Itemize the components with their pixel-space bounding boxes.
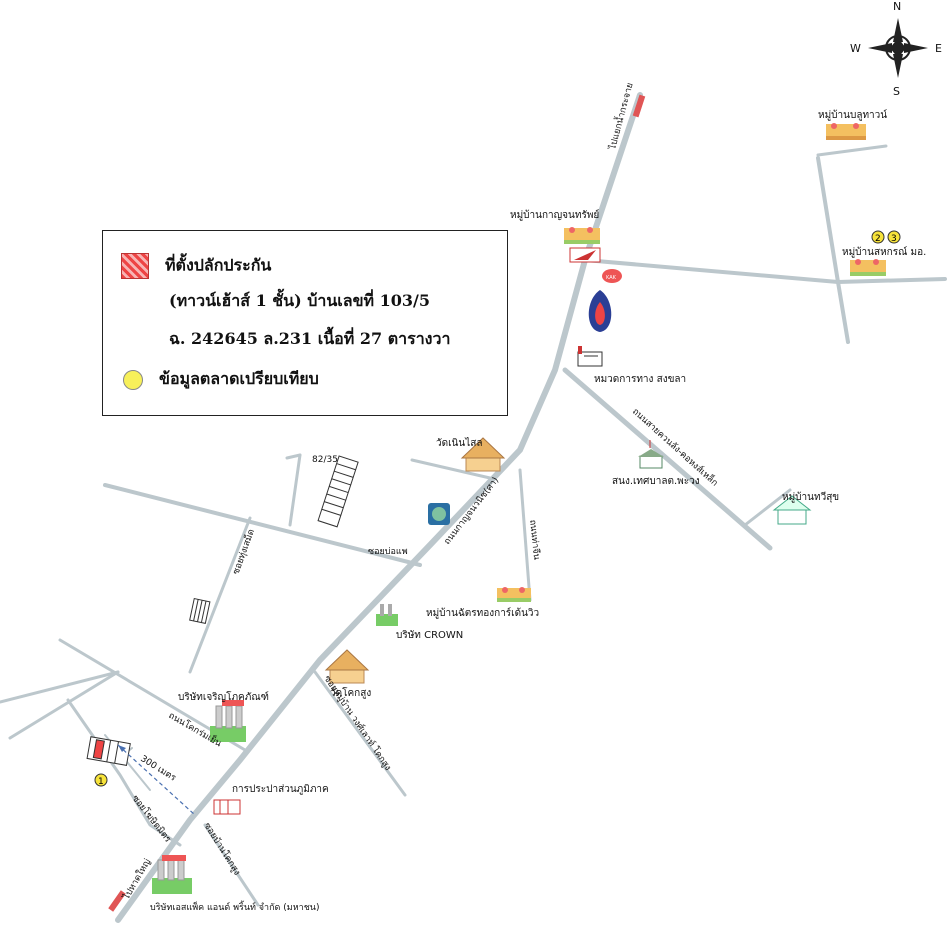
road-east-end — [836, 277, 947, 284]
road-label-tha-chin: ถนนท่าจีน — [527, 519, 542, 560]
soi-82 — [288, 453, 302, 527]
road-east — [583, 258, 840, 284]
bank-icon — [569, 247, 601, 263]
svg-text:1: 1 — [98, 777, 104, 787]
legend-subject-row: ที่ตั้งปลักประกัน — [121, 253, 271, 279]
label-mun-office: สนง.เทศบาลต.พะวง — [612, 476, 700, 487]
temple-icon — [324, 649, 370, 684]
label-temple-kho-sung: วัดโคกสูง — [330, 686, 371, 699]
village-icon — [850, 259, 886, 276]
compass-n: N — [893, 0, 901, 13]
road-thawisuk — [743, 488, 792, 527]
label-crown: บริษัท CROWN — [396, 630, 463, 641]
municipal-office-icon — [638, 440, 664, 469]
main-road — [115, 92, 643, 923]
soi-82-top — [285, 453, 302, 460]
compass-s: S — [893, 85, 900, 98]
village-icon — [497, 587, 531, 602]
temple-icon — [460, 437, 506, 472]
svg-text:2: 2 — [875, 234, 881, 244]
label-village-kanjana: หมู่บ้านกาญจนทรัพย์ — [510, 209, 599, 221]
label-company-bottom: บริษัทเอสแพ็ค แอนด์ พริ้นท์ จำกัด (มหาชน… — [150, 900, 319, 913]
road-west-2 — [0, 670, 120, 704]
legend-subject-label: ที่ตั้งปลักประกัน — [165, 255, 272, 275]
distance-line — [117, 744, 196, 816]
legend-subject-line2: (ทาวน์เฮ้าส์ 1 ชั้น) บ้านเลขที่ 103/5 — [169, 291, 430, 310]
comparable-dot-icon — [123, 369, 143, 390]
legend-subject-line3: ฉ. 242645 ล.231 เนื้อที่ 27 ตารางวา — [169, 329, 451, 348]
village-icon — [564, 227, 600, 244]
soi-village — [313, 670, 407, 797]
road-network — [0, 92, 947, 923]
road-diagonal — [562, 367, 773, 551]
soi-thung — [188, 516, 252, 674]
comparable-marker-2[interactable]: 2 — [871, 230, 885, 244]
svg-text:3: 3 — [891, 234, 897, 244]
townhouse-block-small — [189, 597, 211, 624]
label-village-sahakorn: หมู่บ้านสหกรณ์ มอ. — [842, 246, 926, 258]
water-authority-icon — [213, 799, 241, 815]
compass-rose-icon — [868, 18, 928, 78]
compass-e: E — [935, 42, 942, 55]
kasikorn-logo-icon: KAK — [602, 269, 622, 283]
factory-icon — [376, 604, 398, 626]
comparable-marker-3[interactable]: 3 — [887, 230, 901, 244]
road-label-soi-lower: ซอยโฆษิตมิตร — [130, 793, 174, 845]
subject-swatch-icon — [121, 253, 149, 279]
road-village-north — [816, 156, 850, 344]
arrow-head-icon — [118, 745, 126, 752]
gas-station-icon — [588, 290, 612, 332]
road-temple — [410, 458, 492, 480]
label-unit-82-35: 82/35 — [312, 455, 338, 465]
legend-comparables-label: ข้อมูลตลาดเปรียบเทียบ — [159, 369, 319, 388]
road-end-marker-south — [108, 890, 126, 912]
compass-w: W — [850, 42, 861, 55]
soi-bo — [103, 483, 422, 567]
label-village-thawisuk: หมู่บ้านทวีสุข — [782, 491, 839, 503]
factory-icon — [152, 855, 192, 894]
map-legend: ที่ตั้งปลักประกัน (ทาวน์เฮ้าส์ 1 ชั้น) บ… — [102, 230, 508, 416]
village-icon — [826, 123, 866, 140]
house-icon — [772, 495, 812, 525]
office-building-icon — [577, 346, 603, 367]
comparable-marker-1[interactable]: 1 — [94, 773, 108, 787]
road-end-marker — [632, 94, 646, 118]
road-tha-chin — [518, 468, 532, 602]
svg-text:KAK: KAK — [606, 275, 617, 281]
road-west — [8, 670, 120, 740]
legend-comparables-row: ข้อมูลตลาดเปรียบเทียบ — [121, 367, 319, 392]
factory-icon — [210, 700, 246, 742]
label-village-chat: หมู่บ้านฉัตรทองการ์เด้นวิว — [426, 607, 539, 619]
road-label-soi-bo: ซอยบ่อแพ — [368, 547, 408, 557]
soi-ban-kho — [203, 823, 260, 907]
townhouse-block-82 — [317, 455, 359, 528]
label-temple-nern-sai: วัดเนินไสล — [436, 437, 482, 449]
road-north-top — [816, 144, 888, 157]
label-company-charoen: บริษัทเจริญโภคภัณฑ์ — [178, 690, 269, 703]
bank-logo-icon — [428, 503, 450, 525]
road-label-main: ถนนกาญจนวนิช(ศา) — [442, 475, 501, 547]
label-highway-office: หมวดการทาง สงขลา — [594, 374, 686, 385]
label-village-north: หมู่บ้านบลูทาวน์ — [818, 109, 887, 121]
subject-townhouse-icon — [86, 736, 131, 766]
road-label-soi-ban-kho: ซอยบ้านโคกสูง — [201, 821, 242, 878]
label-water-authority: การประปาส่วนภูมิภาค — [232, 784, 329, 795]
